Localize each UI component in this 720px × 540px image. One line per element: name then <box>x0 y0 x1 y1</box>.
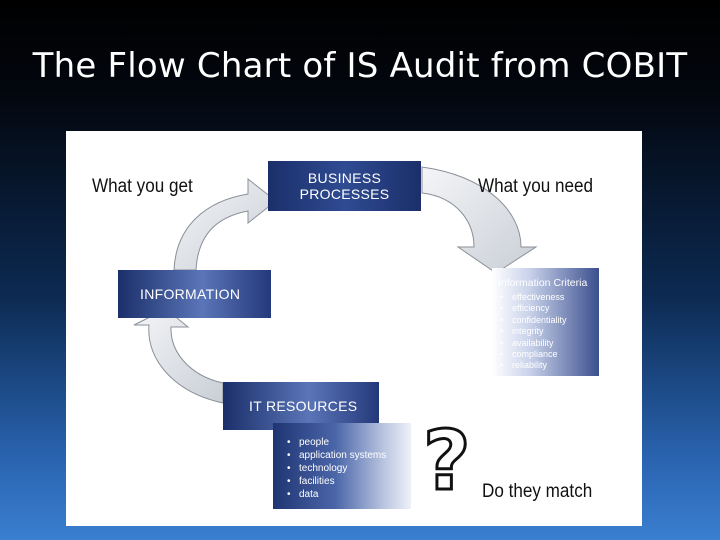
it-resources-list: people application systems technology fa… <box>273 436 386 501</box>
list-item: availability <box>492 338 567 350</box>
arrow-get <box>173 177 277 271</box>
question-mark-icon: ? <box>422 413 473 511</box>
information-criteria-title: Information Criteria <box>498 277 588 289</box>
information-box: INFORMATION <box>118 270 271 318</box>
arrow-resources-to-info <box>133 308 224 404</box>
do-they-match-label: Do they match <box>482 481 593 502</box>
list-item: efficiency <box>492 303 567 315</box>
list-item: data <box>273 488 386 501</box>
business-processes-line2: PROCESSES <box>299 186 390 202</box>
business-processes-line1: BUSINESS <box>307 170 382 186</box>
list-item: facilities <box>273 475 386 488</box>
list-item: effectiveness <box>492 292 567 304</box>
list-item: integrity <box>492 326 567 338</box>
arrow-need <box>421 166 538 274</box>
information-criteria-panel: Information Criteria effectiveness effic… <box>492 268 599 376</box>
information-label: INFORMATION <box>140 286 241 302</box>
slide-title: The Flow Chart of IS Audit from COBIT <box>32 46 688 86</box>
it-resources-box: IT RESOURCES <box>223 382 379 430</box>
business-processes-box: BUSINESS PROCESSES <box>268 161 421 211</box>
what-you-need-label: What you need <box>478 176 594 197</box>
list-item: application systems <box>273 449 386 462</box>
list-item: reliability <box>492 360 567 372</box>
it-resources-panel: people application systems technology fa… <box>273 423 411 509</box>
list-item: compliance <box>492 349 567 361</box>
information-criteria-list: effectiveness efficiency confidentiality… <box>492 292 567 372</box>
cobit-diagram-panel: ? What you get What you need Do they mat… <box>66 131 642 526</box>
it-resources-label: IT RESOURCES <box>249 398 358 414</box>
what-you-get-label: What you get <box>92 176 193 197</box>
list-item: people <box>273 436 386 449</box>
list-item: confidentiality <box>492 315 567 327</box>
list-item: technology <box>273 462 386 475</box>
svg-text:?: ? <box>423 414 471 509</box>
